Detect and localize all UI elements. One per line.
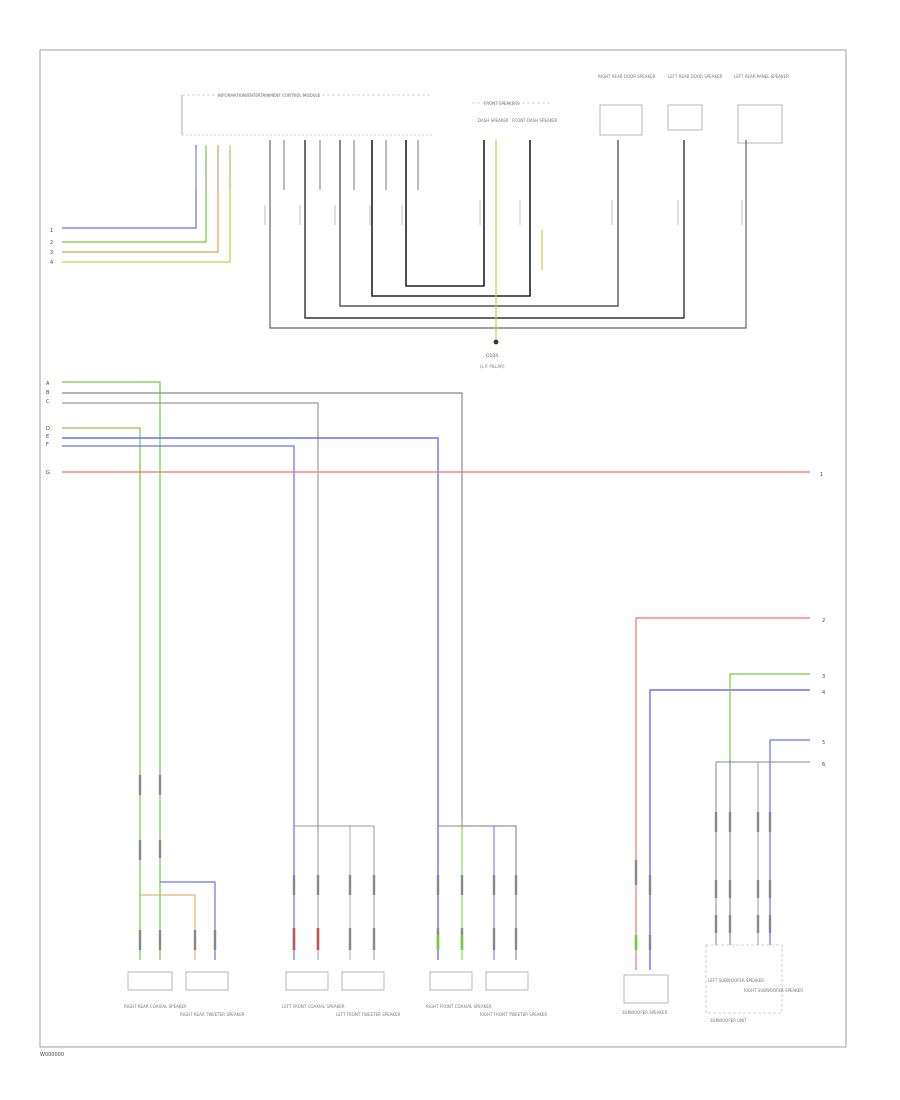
top-right-speakers: RIGHT REAR DOOR SPEAKER LEFT REAR DOOR S…	[598, 74, 789, 144]
left-rear-panel-spk-label: LEFT REAR PANEL SPEAKER	[734, 74, 789, 79]
left-front-coaxial-speaker	[285, 971, 329, 991]
subwoofer-unit-label: SUBWOOFER UNIT	[710, 1018, 747, 1023]
left-sub-label: LEFT SUBWOOFER SPEAKER	[708, 978, 764, 983]
dash-speaker-left-label: DASH SPEAKER	[478, 118, 509, 123]
svg-text:D: D	[46, 426, 50, 432]
ground-label: G104	[486, 353, 498, 359]
diagram-frame	[39, 49, 847, 1048]
svg-text:2: 2	[822, 618, 825, 624]
svg-text:4: 4	[822, 690, 825, 696]
left-rear-door-spk-label: LEFT REAR DOOR SPEAKER	[668, 74, 723, 79]
bottom-connector-marks	[138, 775, 772, 950]
svg-text:6: 6	[822, 762, 825, 768]
svg-text:1: 1	[50, 228, 53, 234]
svg-text:3: 3	[50, 250, 53, 256]
right-rear-tweeter-speaker	[185, 971, 229, 991]
svg-text:4: 4	[50, 260, 53, 266]
bottom-wires: 2 3 4 5 6	[140, 617, 825, 970]
svg-text:2: 2	[50, 240, 53, 246]
middle-wires: A B C D E F G 1	[46, 381, 823, 960]
footer-code: W000000	[40, 1052, 64, 1058]
subwoofer-unit-box	[705, 944, 783, 1014]
ground-point	[493, 339, 499, 345]
right-rear-coaxial-speaker	[127, 971, 173, 991]
green-connector-marks	[436, 935, 638, 950]
svg-text:A: A	[46, 381, 50, 387]
module-header-label: INFORMATION/ENTERTAINMENT CONTROL MODULE	[218, 93, 321, 98]
right-sub-label: RIGHT SUBWOOFER SPEAKER	[744, 988, 803, 993]
red-connector-marks	[292, 928, 320, 950]
top-connector-ticks	[195, 150, 743, 225]
subwoofer-amp-box	[623, 974, 669, 1004]
svg-text:G: G	[46, 470, 50, 476]
svg-text:3: 3	[822, 674, 825, 680]
svg-text:5: 5	[822, 740, 825, 746]
right-front-coaxial-speaker	[429, 971, 473, 991]
svg-text:E: E	[46, 434, 49, 440]
front-speaker-group: FRONT SPEAKERS DASH SPEAKER FRONT DASH S…	[472, 101, 558, 123]
right-front-coaxial-label: RIGHT FRONT COAXIAL SPEAKER	[426, 1004, 492, 1009]
svg-text:F: F	[46, 442, 49, 448]
left-front-tweeter-label: LEFT FRONT TWEETER SPEAKER	[336, 1012, 400, 1017]
dash-speaker-right-label: FRONT DASH SPEAKER	[512, 118, 558, 123]
left-front-tweeter-speaker	[341, 971, 385, 991]
right-rear-coaxial-label: RIGHT REAR COAXIAL SPEAKER	[124, 1004, 187, 1009]
svg-text:1: 1	[820, 472, 823, 478]
right-front-tweeter-speaker	[485, 971, 529, 991]
left-front-coaxial-label: LEFT FRONT COAXIAL SPEAKER	[282, 1004, 345, 1009]
front-speaker-group-label: FRONT SPEAKERS	[484, 101, 520, 106]
right-rear-tweeter-label: RIGHT REAR TWEETER SPEAKER	[180, 1012, 245, 1017]
right-front-tweeter-label: RIGHT FRONT TWEETER SPEAKER	[480, 1012, 548, 1017]
svg-text:C: C	[46, 399, 50, 405]
ground-sub-label: (L.P. PILLAR)	[480, 364, 505, 369]
ground-bus: G104 (L.P. PILLAR)	[269, 140, 747, 369]
right-rear-door-spk-label: RIGHT REAR DOOR SPEAKER	[598, 74, 656, 79]
svg-text:B: B	[46, 390, 50, 396]
top-left-input-wires: 1 2 3 4	[50, 145, 231, 266]
control-module: INFORMATION/ENTERTAINMENT CONTROL MODULE	[181, 93, 432, 136]
bottom-speakers: RIGHT REAR COAXIAL SPEAKER RIGHT REAR TW…	[124, 944, 803, 1023]
subwoofer-amp-label: SUBWOOFER SPEAKER	[622, 1010, 668, 1015]
